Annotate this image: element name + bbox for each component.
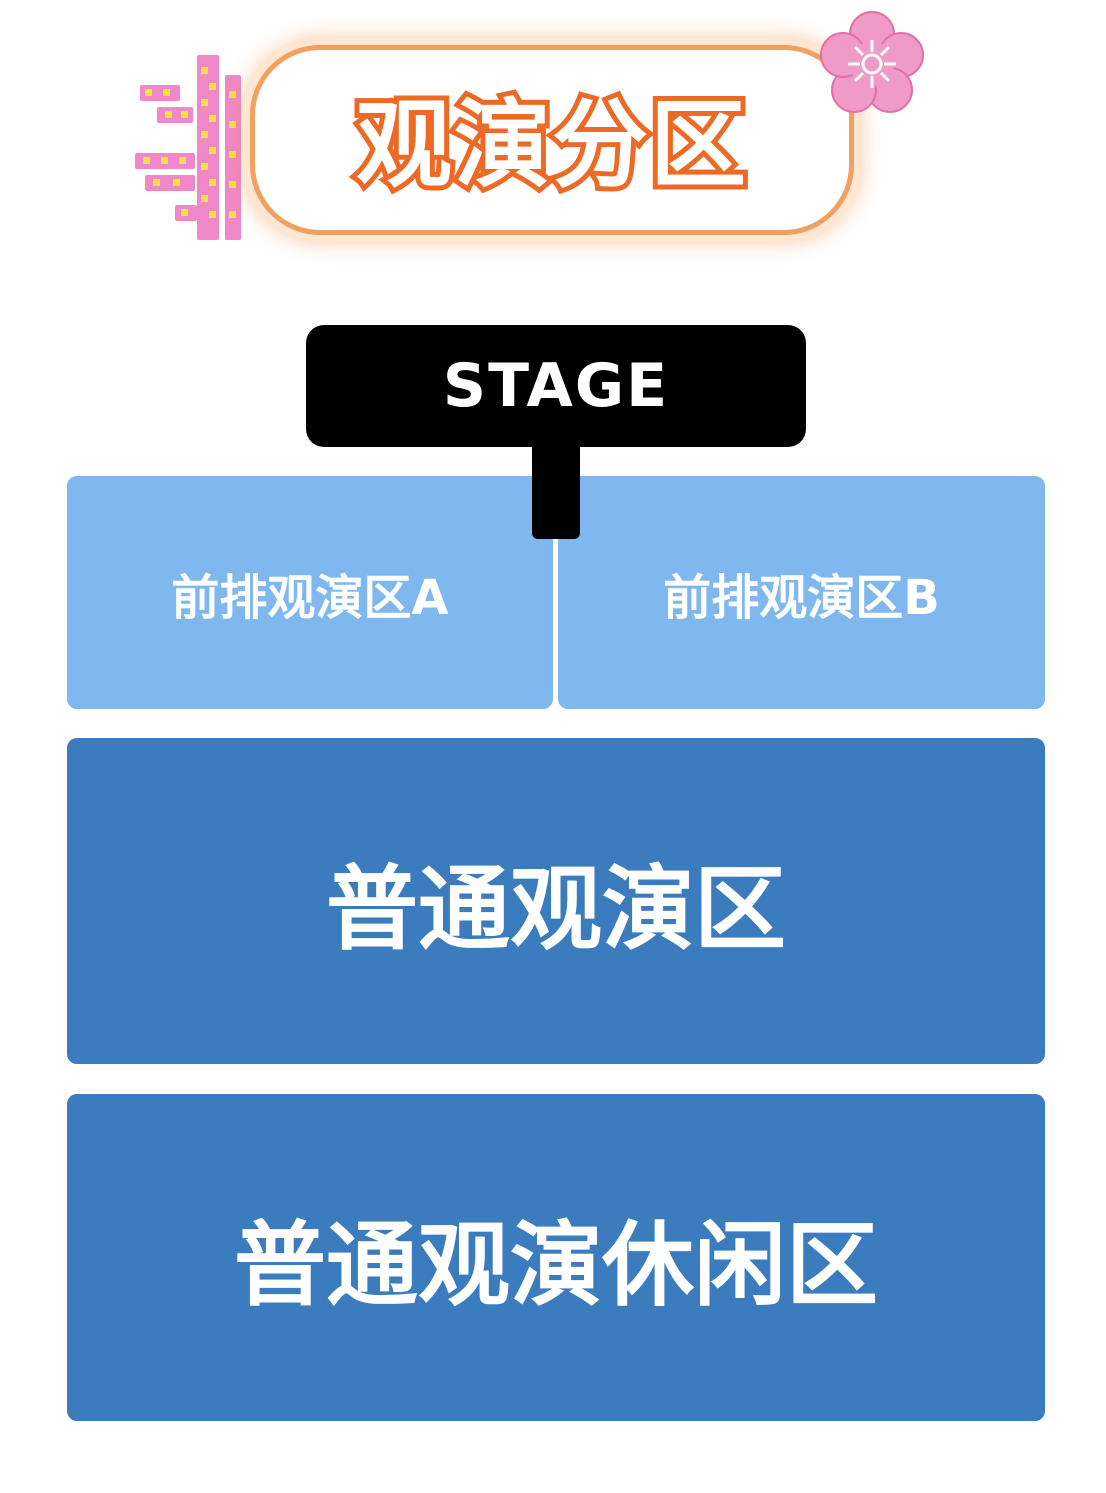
stage: STAGE <box>306 325 806 447</box>
zone-general: 普通观演区 <box>67 738 1045 1064</box>
stage-runway <box>532 440 580 539</box>
zone-front-a: 前排观演区A <box>67 476 553 709</box>
zone-leisure: 普通观演休闲区 <box>67 1094 1045 1421</box>
title-badge: 观演分区 <box>250 45 854 235</box>
sparkle-icon <box>135 55 261 240</box>
zone-front-b: 前排观演区B <box>558 476 1045 709</box>
page-title: 观演分区 <box>351 85 751 205</box>
stage-label: STAGE <box>442 351 670 421</box>
flower-icon <box>820 11 924 113</box>
